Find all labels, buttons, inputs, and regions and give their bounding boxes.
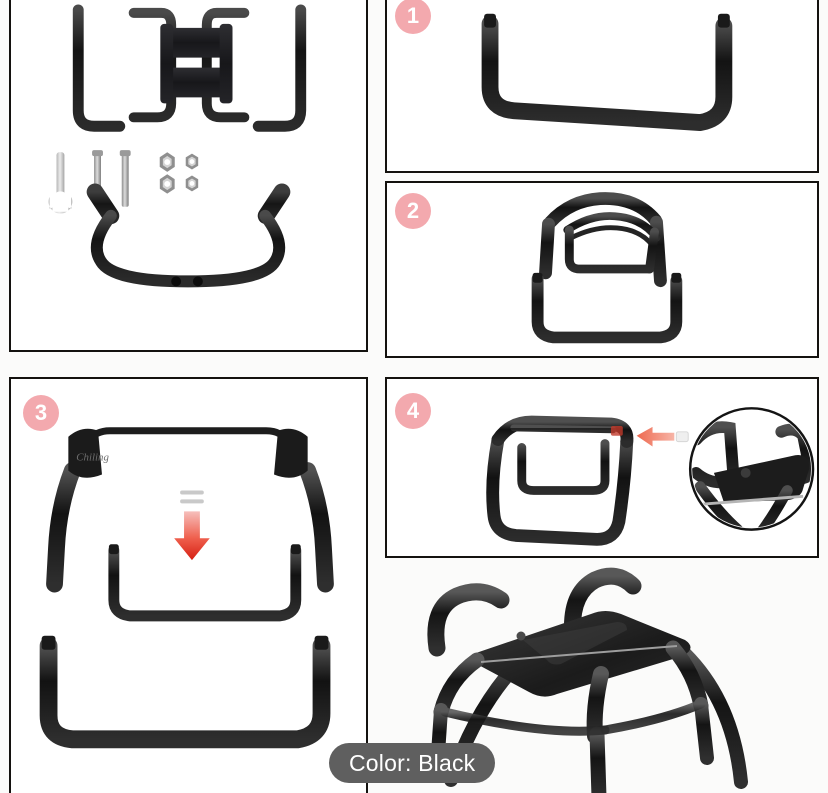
step-3-bottom-u xyxy=(39,635,331,749)
push-left-arrow xyxy=(636,426,689,447)
step-4-assembled-frame xyxy=(486,415,634,546)
final-handles xyxy=(427,567,642,657)
step-4-panel: 4 xyxy=(385,377,819,558)
part-nut-2 xyxy=(185,153,199,170)
part-left-outer-frame xyxy=(72,4,128,132)
svg-text:Chiling: Chiling xyxy=(76,452,109,464)
step-1-panel: 1 xyxy=(385,0,819,173)
final-cross-frame xyxy=(440,645,706,736)
parts-overview-artwork xyxy=(11,0,366,350)
step-4-artwork xyxy=(387,379,817,556)
part-right-inner-frame xyxy=(201,7,250,123)
step-2-middle-u xyxy=(564,225,659,274)
parts-overview-panel xyxy=(9,0,368,352)
step-3-top-frame: Chiling xyxy=(46,427,334,593)
step-2-base-tube xyxy=(531,272,683,344)
step-badge-2: 2 xyxy=(395,193,431,229)
insert-down-arrow xyxy=(174,490,210,561)
step-3-middle-u xyxy=(108,544,302,622)
step-badge-4-label: 4 xyxy=(406,398,420,423)
color-label-text: Color: Black xyxy=(349,749,476,776)
step-badge-3: 3 xyxy=(23,395,59,431)
step-badge-3-label: 3 xyxy=(34,400,48,425)
step-2-artwork xyxy=(387,183,817,356)
part-nut-3 xyxy=(159,174,175,194)
step-badge-4: 4 xyxy=(395,393,431,429)
part-bolt-2 xyxy=(119,150,131,207)
part-right-outer-frame xyxy=(252,4,307,132)
step-1-artwork xyxy=(387,0,817,171)
part-nut-4 xyxy=(185,175,199,192)
part-nut-1 xyxy=(159,152,175,172)
part-seat-strap xyxy=(160,23,233,104)
step-badge-2-label: 2 xyxy=(406,198,420,223)
step-badge-1: 1 xyxy=(395,0,431,34)
part-padded-handle xyxy=(86,183,291,288)
detail-zoom-circle xyxy=(688,407,815,531)
step-3-panel: 3 xyxy=(9,377,368,793)
step-2-panel: 2 xyxy=(385,181,819,358)
step-badge-1-label: 1 xyxy=(406,3,420,28)
step-1-base-tube xyxy=(481,13,733,131)
color-label-pill: Color: Black xyxy=(329,743,496,783)
part-wrench xyxy=(48,152,73,214)
step-3-artwork: Chiling xyxy=(11,379,366,793)
